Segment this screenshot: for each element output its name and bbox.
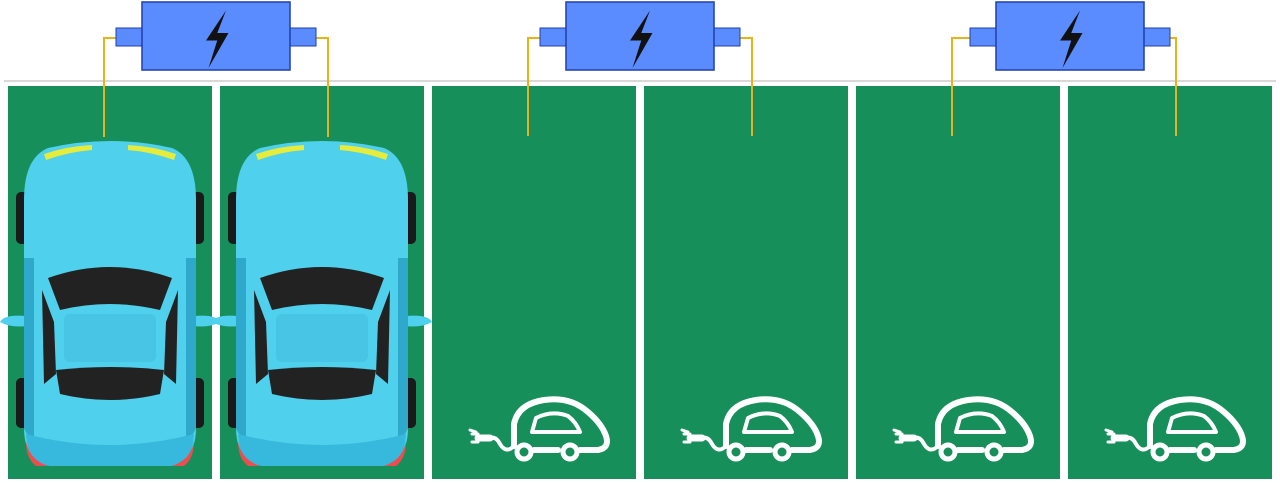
parking-spot-surface: [432, 86, 636, 479]
parking-spot: [212, 86, 432, 479]
parking-spot: [0, 86, 220, 479]
parking-spot: [856, 86, 1060, 479]
charger-unit: [539, 1, 741, 71]
charger-connector: [711, 27, 741, 47]
parking-spot-surface: [644, 86, 848, 479]
charging-cable: [1170, 37, 1177, 136]
parking-spot-surface: [1068, 86, 1272, 479]
parking-spots: [0, 86, 1272, 479]
charger-connector: [287, 27, 317, 47]
parking-spot: [1068, 86, 1272, 479]
charging-cable: [527, 37, 540, 136]
charger-unit: [969, 1, 1171, 71]
charger-unit: [115, 1, 317, 71]
charging-cables: [103, 37, 1177, 137]
charging-cable: [316, 37, 329, 137]
parking-spot-surface: [856, 86, 1060, 479]
parking-spot: [432, 86, 636, 479]
charging-cable: [740, 37, 753, 136]
charging-cable: [951, 37, 970, 136]
charger-connector: [1141, 27, 1171, 47]
charger-connector: [969, 27, 999, 47]
parking-spot: [644, 86, 848, 479]
car-top-view: [212, 141, 432, 466]
car-top-view: [0, 141, 220, 466]
charger-connector: [115, 27, 145, 47]
charger-connector: [539, 27, 569, 47]
lot-edge: [4, 80, 1276, 82]
charging-cable: [103, 37, 116, 137]
chargers: [115, 1, 1171, 71]
